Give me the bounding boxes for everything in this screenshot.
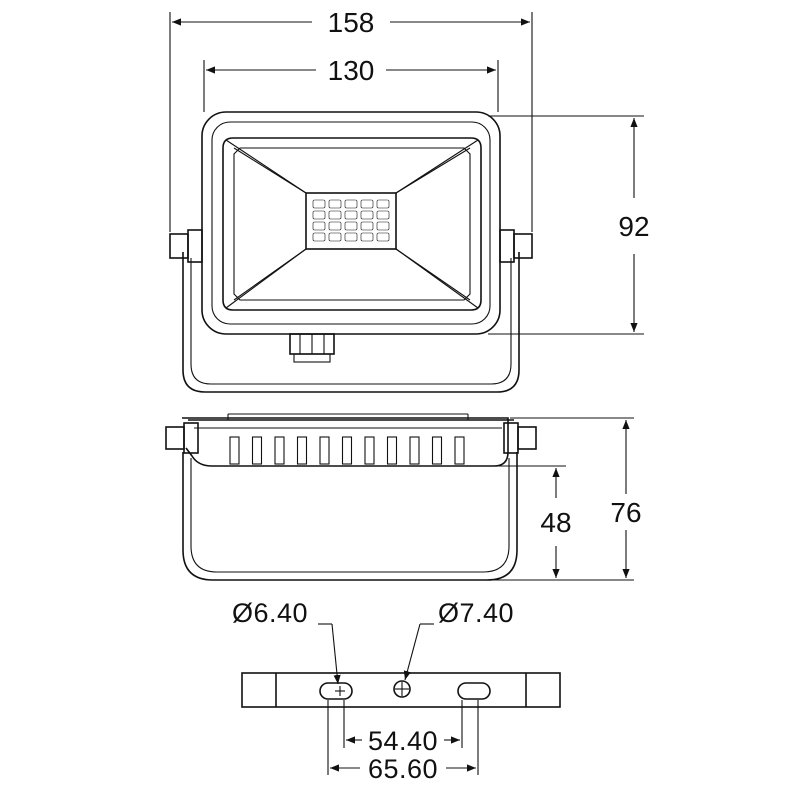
- bracket-base-view: Ø6.40 Ø7.40 54.40 65.60: [232, 598, 561, 784]
- heat-sink-fins: [229, 436, 465, 465]
- heat-sink-fin: [409, 436, 420, 465]
- center-mounting-hole: [393, 680, 411, 698]
- led-chip: [328, 210, 342, 220]
- dim-label-92: 92: [618, 211, 649, 242]
- led-chip: [328, 232, 342, 242]
- led-chip: [376, 221, 390, 231]
- housing-inner: [211, 121, 491, 325]
- heat-sink-fin: [341, 436, 353, 465]
- dim-label-54-40: 54.40: [368, 726, 438, 756]
- led-chip: [312, 199, 326, 209]
- dim-overall-width: 158: [169, 7, 533, 232]
- dim-label-76: 76: [610, 497, 641, 528]
- led-chip: [312, 221, 326, 231]
- led-chip: [344, 221, 358, 231]
- heat-sink-fin: [251, 436, 263, 465]
- side-housing: [182, 417, 509, 467]
- side-bracket: [182, 452, 518, 581]
- led-chip: [376, 232, 390, 242]
- dim-label-65-60: 65.60: [368, 754, 438, 784]
- heat-sink-fin: [274, 436, 285, 465]
- led-chip: [328, 221, 342, 231]
- heat-sink-fin: [454, 436, 465, 465]
- led-chip: [360, 221, 374, 231]
- dim-housing-width: 130: [203, 55, 499, 112]
- dim-label-158: 158: [328, 7, 375, 38]
- led-chip: [344, 210, 358, 220]
- heat-sink-fin: [296, 436, 308, 465]
- dim-label-slot-diameter: Ø6.40: [232, 598, 308, 628]
- right-pivot-knob: [513, 233, 533, 259]
- dim-housing-height: 92: [488, 115, 650, 335]
- heat-sink-fin: [319, 436, 330, 465]
- led-chip: [360, 232, 374, 242]
- dim-label-130: 130: [328, 55, 375, 86]
- dim-depth: 48: [470, 465, 572, 581]
- led-chip: [312, 232, 326, 242]
- led-chip: [376, 210, 390, 220]
- led-array: [312, 199, 390, 242]
- side-view: 48 76: [165, 413, 642, 581]
- led-chip: [360, 210, 374, 220]
- led-chip: [376, 199, 390, 209]
- heat-sink-fin: [364, 436, 375, 465]
- leader-slot-diameter: Ø6.40: [232, 598, 341, 685]
- led-board: [305, 192, 397, 250]
- leader-hole-diameter: Ø7.40: [403, 598, 514, 681]
- front-view: 158 130 92: [169, 7, 650, 393]
- led-chip: [328, 199, 342, 209]
- housing-outer: [201, 111, 501, 335]
- heat-sink-fin: [229, 436, 240, 465]
- reflector: [222, 137, 482, 311]
- led-chip: [344, 199, 358, 209]
- led-chip: [360, 199, 374, 209]
- side-right-knob: [517, 426, 537, 450]
- led-chip: [344, 232, 358, 242]
- dim-total-height: 76: [510, 417, 642, 581]
- bracket-base-plate: [241, 672, 561, 708]
- right-mounting-slot: [457, 682, 491, 700]
- dim-label-hole-diameter: Ø7.40: [438, 598, 514, 628]
- heat-sink-fin: [431, 436, 443, 465]
- dim-slot-spacing-inner: 54.40: [346, 726, 460, 756]
- left-pivot-knob: [169, 233, 189, 259]
- side-left-knob: [165, 426, 185, 450]
- heat-sink-fin: [386, 436, 398, 465]
- dim-slot-spacing-outer: 65.60: [330, 754, 476, 784]
- led-chip: [312, 210, 326, 220]
- front-bracket: [182, 252, 520, 393]
- dim-label-48: 48: [540, 507, 571, 538]
